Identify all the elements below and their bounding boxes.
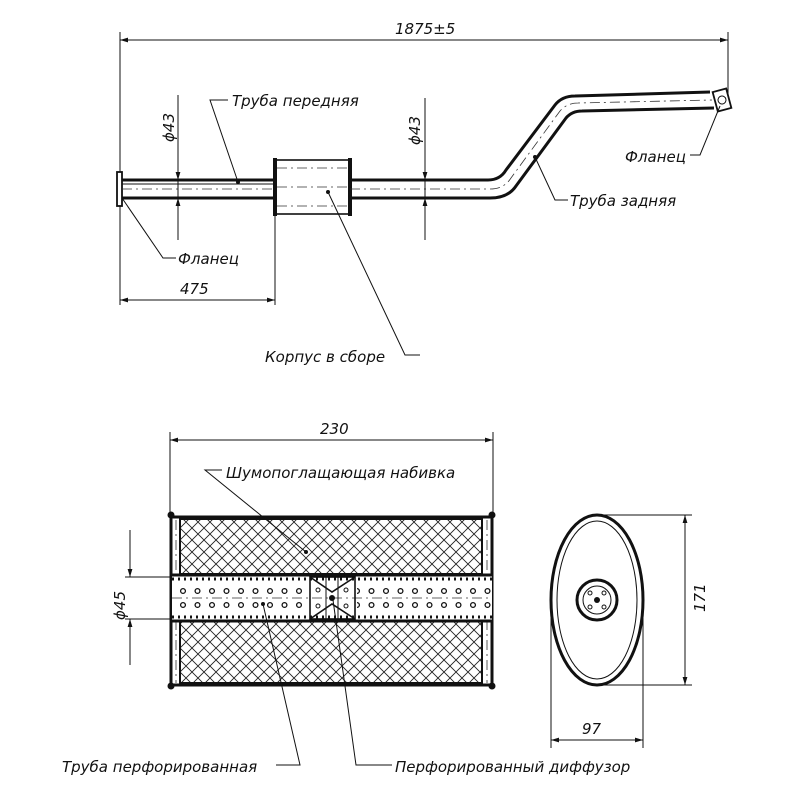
label-perforated-pipe: Труба перфорированная <box>62 758 257 776</box>
label-housing: Корпус в сборе <box>265 348 385 366</box>
overall-length-value: 1875±5 <box>395 20 455 38</box>
label-flange-left: Фланец <box>178 250 239 268</box>
end-width-value: 97 <box>582 720 602 738</box>
perforated-diffuser <box>309 576 356 620</box>
end-height-value: 171 <box>691 583 709 612</box>
front-pipe-diameter: ϕ43 <box>160 113 178 142</box>
front-length-value: 475 <box>180 280 209 298</box>
rear-pipe-diameter: ϕ43 <box>406 116 424 145</box>
muffler-end-view: 171 97 <box>549 513 709 748</box>
label-front-pipe: Труба передняя <box>232 92 359 110</box>
label-flange-right: Фланец <box>625 148 686 166</box>
assembly-top-view: 1875±5 <box>116 20 733 366</box>
right-flange <box>711 87 733 113</box>
front-pipe <box>122 178 275 200</box>
rear-pipe <box>350 90 715 200</box>
housing <box>273 158 352 216</box>
label-rear-pipe: Труба задняя <box>570 192 676 210</box>
label-packing: Шумопоглащающая набивка <box>226 464 455 482</box>
packing-top <box>179 518 483 575</box>
packing-bottom <box>179 620 483 684</box>
left-flange <box>116 171 123 207</box>
muffler-section-view: 230 <box>62 420 630 776</box>
label-diffuser: Перфорированный диффузор <box>395 758 630 776</box>
pipe-diameter-value: ϕ45 <box>111 591 129 620</box>
muffler-length-value: 230 <box>320 420 349 438</box>
